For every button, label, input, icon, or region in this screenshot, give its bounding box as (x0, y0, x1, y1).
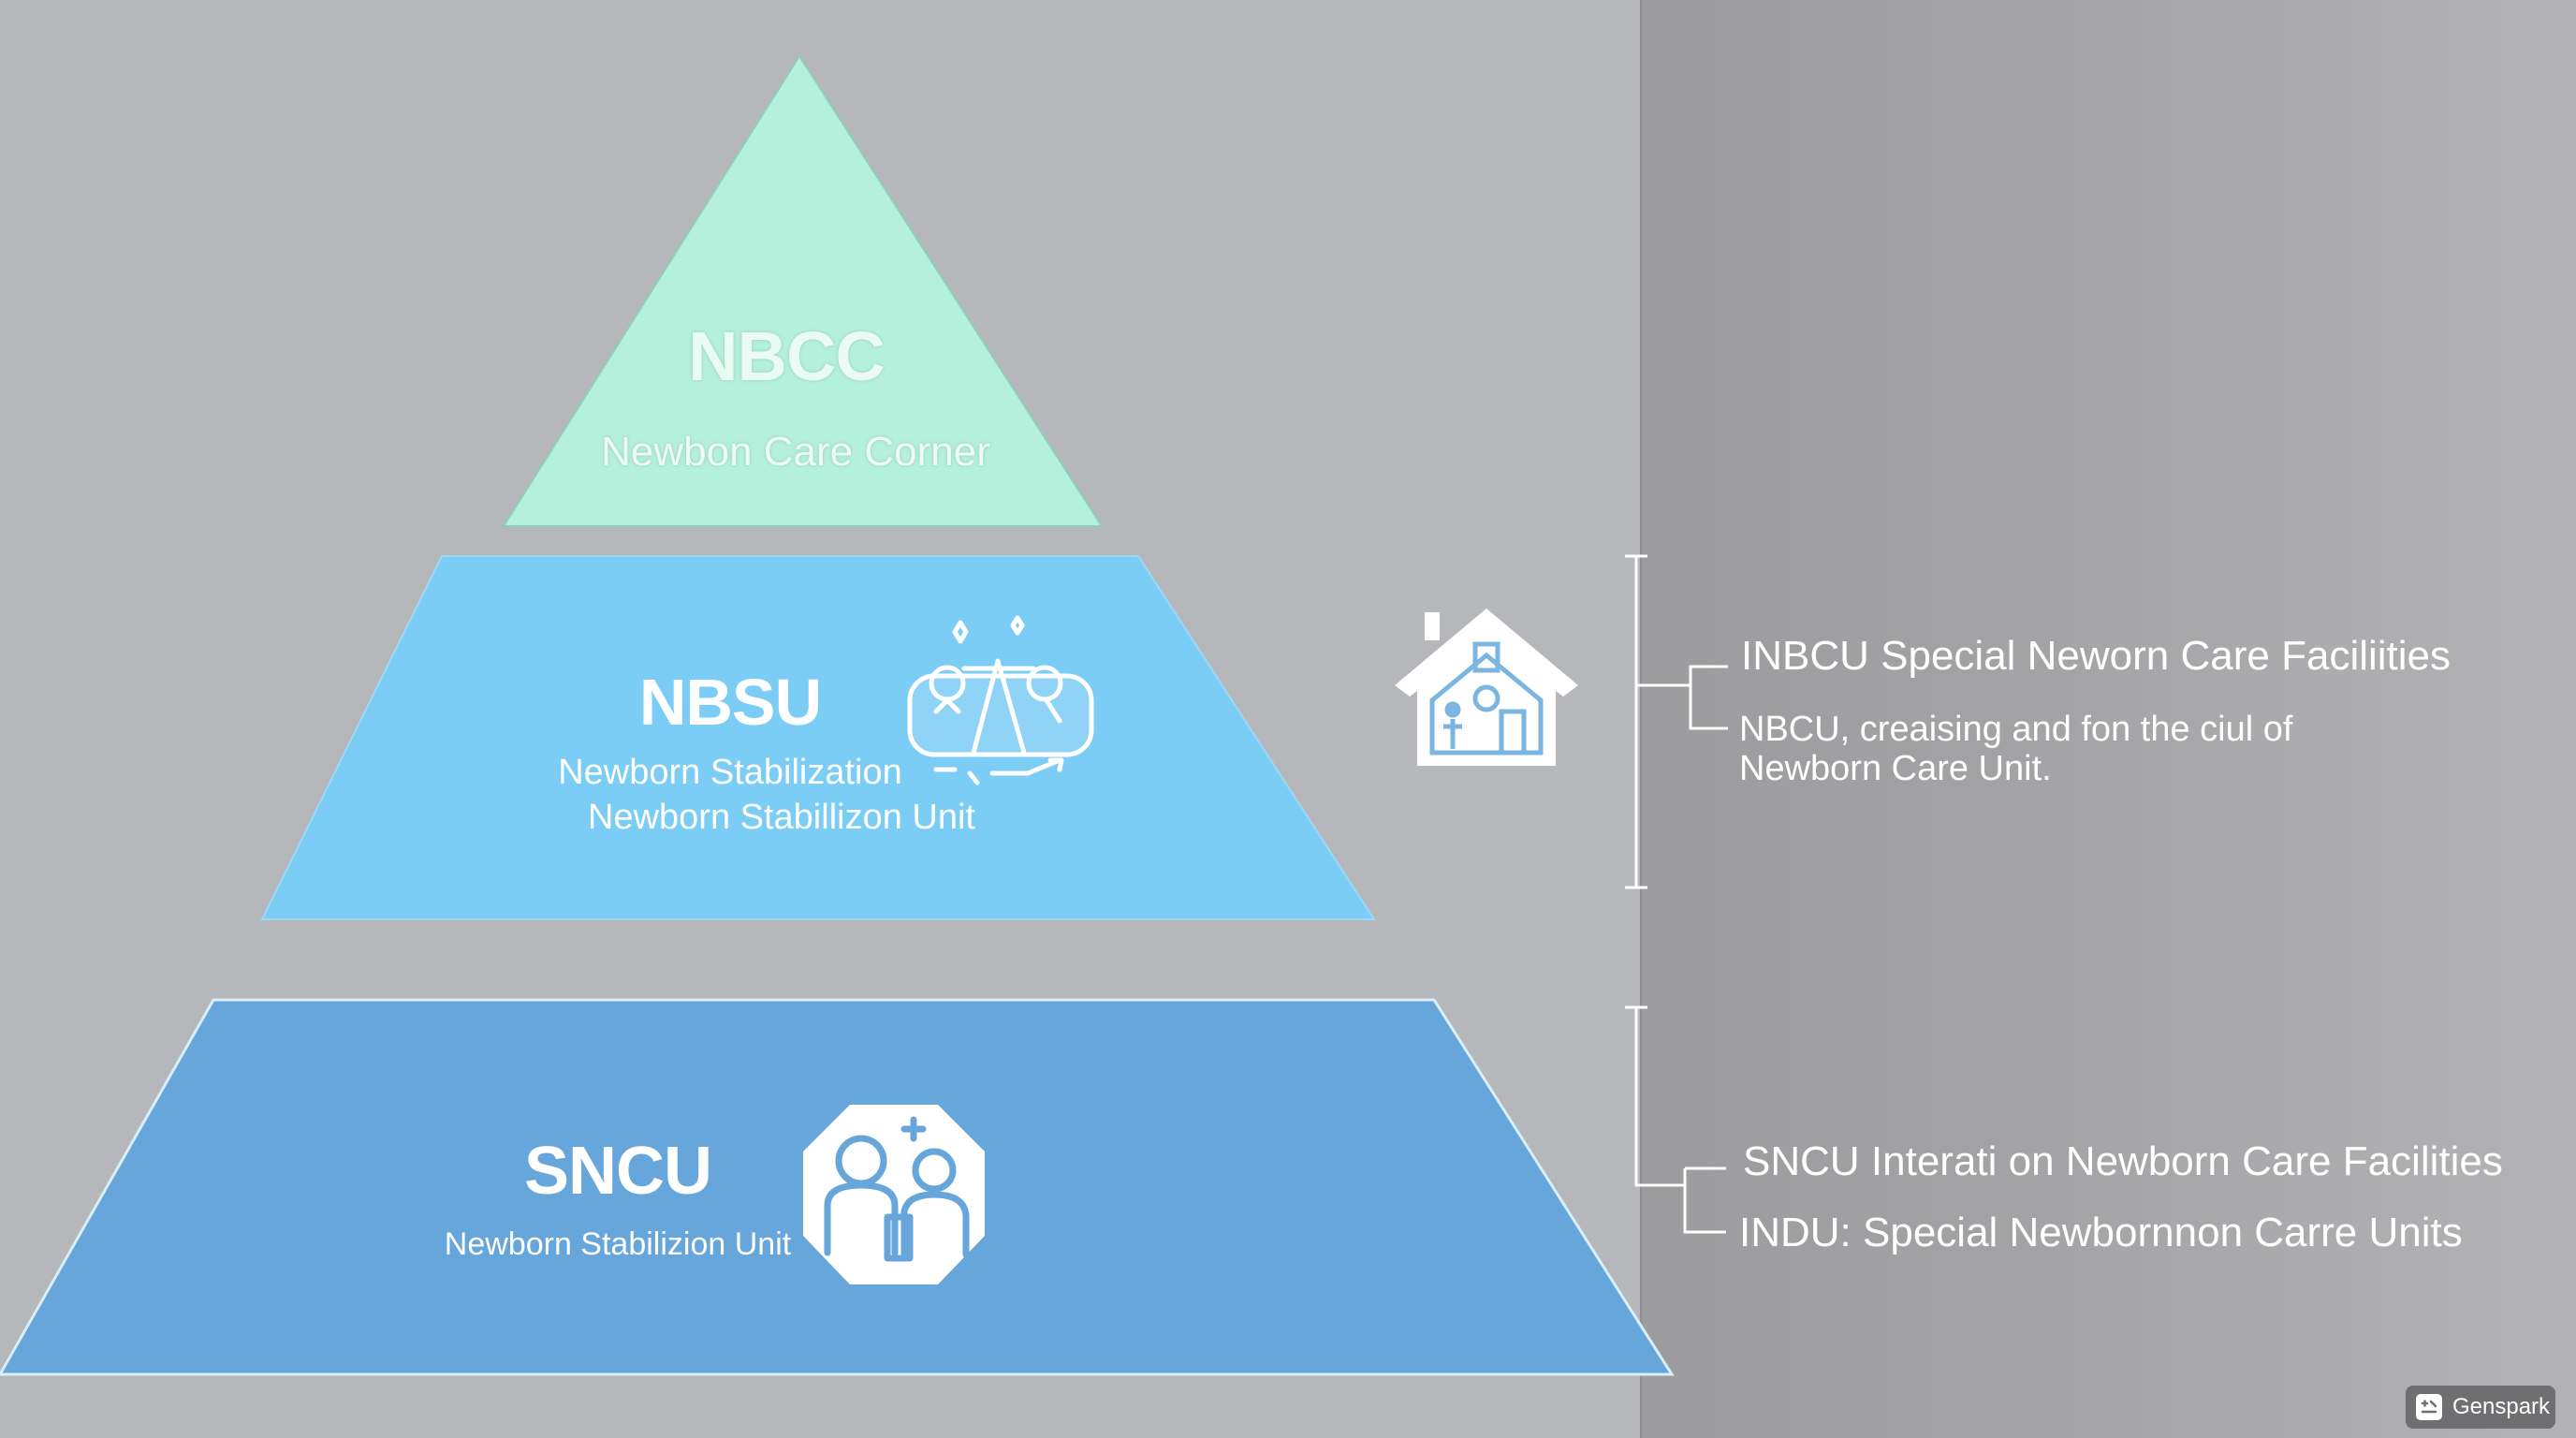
tier-nbcc-name: Newbon Care Corner (601, 429, 990, 475)
genspark-label: Genspark (2452, 1394, 2551, 1419)
tier-nbcc-abbr: NBCC (688, 317, 886, 395)
tier-nbsu-name-line2: Newborn Stabillizon Unit (588, 798, 975, 837)
right-panel (1640, 0, 2576, 1438)
bracket-group-2 (1625, 1005, 1726, 1234)
bracket-group-1 (1625, 554, 1728, 889)
tier-nbsu-shape (260, 555, 1376, 920)
tier-sncu-abbr: SNCU (523, 1134, 712, 1209)
house-icon (1395, 609, 1578, 766)
tier-nbsu-name-line1: Newborn Stabilization (558, 753, 902, 792)
medical-team-icon (907, 615, 1094, 785)
side-note-1-line1: NBCU, creaising and fon the ciul of (1739, 710, 2293, 749)
side-note-2-line1: SNCU Interati on Newborn Care Facilities (1743, 1138, 2503, 1184)
tier-nbsu-abbr: NBSU (638, 666, 822, 739)
side-note-2-line2: INDU: Special Newbornnon Carre Units (1739, 1210, 2463, 1255)
side-note-1-heading: INBCU Special Neworn Care Faciliities (1741, 633, 2452, 679)
tier-nbcc-shape (502, 54, 1104, 527)
genspark-badge[interactable]: Genspark (2406, 1386, 2555, 1429)
side-note-1-line2: Newborn Care Unit. (1739, 749, 2052, 788)
genspark-logo-icon (2416, 1394, 2442, 1420)
tier-sncu-name: Newborn Stabilizion Unit (444, 1226, 792, 1262)
doctor-patient-icon (803, 1105, 985, 1284)
